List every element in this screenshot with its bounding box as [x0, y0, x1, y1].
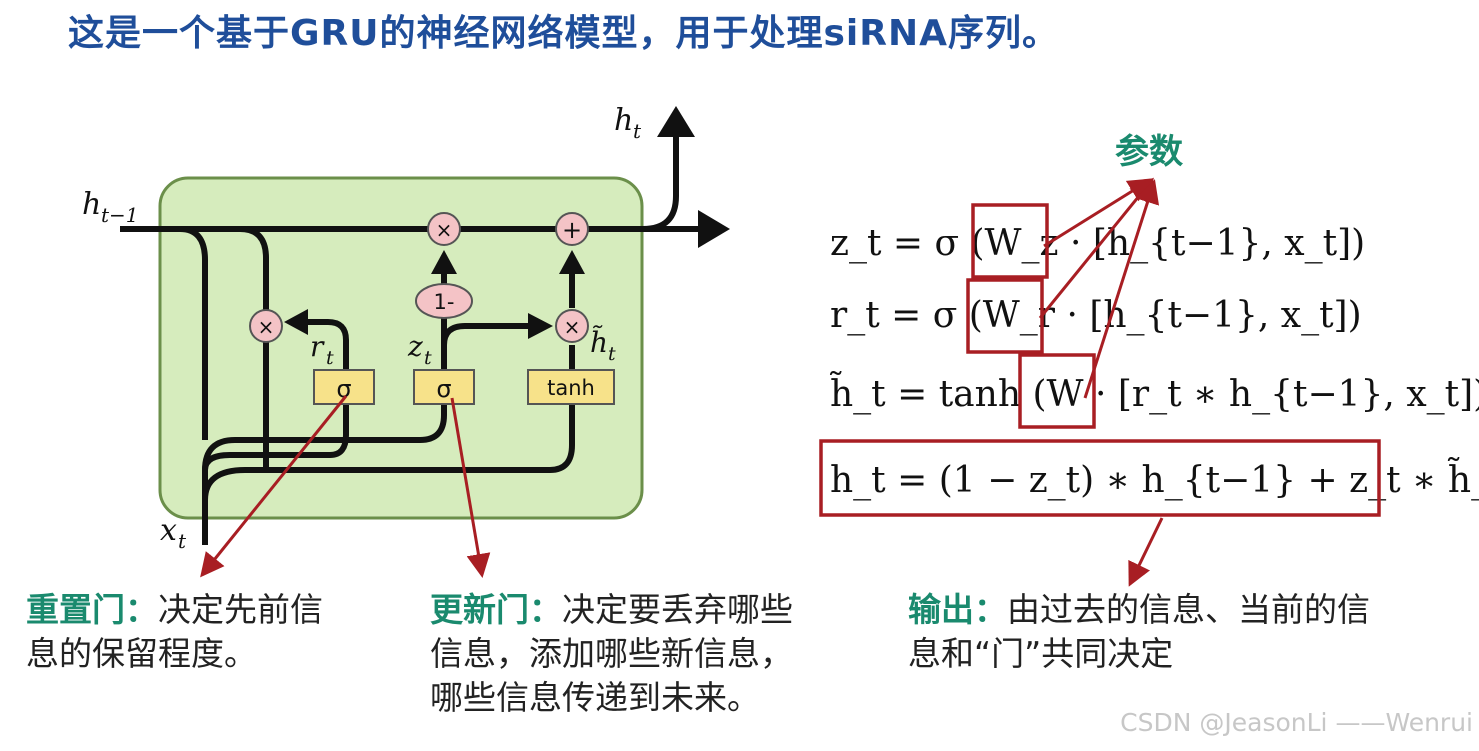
param-box-wz — [971, 203, 1049, 279]
one-minus-arrowhead — [431, 250, 457, 274]
output-caption-arrow — [1128, 517, 1164, 587]
reset-caption-arrow — [200, 395, 348, 578]
update-gate-caption: 更新门：决定要丢弃哪些 信息，添加哪些新信息， 哪些信息传递到未来。 — [430, 588, 793, 720]
multiply-op-update — [555, 309, 589, 343]
reset-gate-caption: 重置门：决定先前信 息的保留程度。 — [26, 588, 323, 676]
update-gate-label: σ — [436, 375, 451, 403]
page-title: 这是一个基于GRU的神经网络模型，用于处理siRNA序列。 — [68, 13, 1059, 54]
ht-output-line — [642, 135, 679, 232]
r-t-sub: t — [326, 347, 334, 369]
z-t-sub: t — [424, 347, 432, 369]
output-caption-line1: 由过去的信息、当前的信 — [1007, 590, 1370, 629]
xt-to-tanh-line — [202, 404, 575, 501]
z-t-main: z — [407, 330, 423, 363]
param-arrow-2 — [1038, 177, 1154, 319]
watermark: CSDN @JeasonLi ——Wenrui — [1120, 708, 1473, 737]
update-gate-caption-line1: 决定要丢弃哪些 — [562, 590, 793, 629]
xt-to-reset-line — [202, 404, 349, 471]
h-t-sub: t — [633, 119, 642, 143]
one-minus-symbol: 1- — [434, 290, 455, 314]
update-gate-caption-line3: 哪些信息传递到未来。 — [430, 678, 760, 717]
hidden-state-arrowhead — [698, 210, 730, 248]
equation-candidate: h̃_t = tanh (W · [r_t ∗ h_{t−1}, x_t]) — [830, 372, 1479, 415]
output-equation-box — [819, 439, 1381, 517]
reset-gate-caption-head: 重置门： — [26, 590, 158, 629]
param-arrow-3 — [1083, 179, 1160, 399]
zt-right-arrowhead — [528, 313, 553, 339]
multiply-symbol: × — [258, 315, 275, 339]
label-h-t: h t — [614, 103, 642, 143]
hprev-branch-reset — [239, 226, 269, 470]
equation-output: h_t = (1 − z_t) ∗ h_{t−1} + z_t ∗ h̃_t — [830, 458, 1479, 501]
one-minus-op — [415, 283, 473, 319]
multiply-symbol: × — [564, 315, 581, 339]
reset-gate-caption-line2: 息的保留程度。 — [26, 634, 257, 673]
update-gate-box — [413, 369, 475, 405]
x-t-sub: t — [178, 529, 187, 553]
output-caption-line2: 息和“门”共同决定 — [908, 634, 1174, 673]
h-prev-sub: t−1 — [101, 203, 139, 227]
label-h-tilde: h̃ t — [590, 325, 616, 365]
label-h-prev: h t−1 — [82, 187, 139, 227]
label-r-t: r t — [310, 330, 334, 369]
rt-arrowhead — [284, 309, 308, 335]
h-prev-main: h — [82, 187, 101, 222]
add-op — [555, 212, 589, 246]
tanh-gate-label: tanh — [547, 376, 595, 400]
param-box-w — [1018, 353, 1096, 429]
multiply-symbol: × — [436, 218, 453, 242]
r-t-main: r — [310, 330, 325, 363]
gru-cell — [158, 176, 644, 520]
reset-gate-label: σ — [336, 375, 351, 403]
add-symbol: + — [562, 216, 582, 244]
ht-output-arrowhead — [657, 106, 695, 137]
xt-input-line — [202, 404, 447, 545]
hprev-branch-down — [179, 226, 208, 440]
x-t-main: x — [160, 513, 177, 548]
tanh-gate-box — [527, 369, 615, 405]
h-tilde-sub: t — [608, 343, 616, 365]
equation-update-gate: z_t = σ (W_z · [h_{t−1}, x_t]) — [830, 223, 1365, 264]
output-caption-head: 输出： — [908, 590, 1007, 629]
output-caption: 输出：由过去的信息、当前的信 息和“门”共同决定 — [908, 588, 1370, 676]
update-caption-arrow — [450, 397, 491, 578]
reset-gate-caption-line1: 决定先前信 — [158, 590, 323, 629]
label-z-t: z t — [407, 330, 432, 369]
equation-reset-gate: r_t = σ (W_r · [h_{t−1}, x_t]) — [830, 295, 1362, 336]
rt-line — [305, 319, 349, 370]
multiply-op-reset — [249, 309, 283, 343]
update-gate-caption-head: 更新门： — [430, 590, 562, 629]
label-x-t: x t — [160, 513, 187, 553]
params-label: 参数 — [1115, 132, 1183, 172]
h-tilde-main: h̃ — [590, 325, 608, 359]
zt-right-line — [441, 323, 530, 346]
multiply-op-top — [427, 212, 461, 246]
update-gate-caption-line2: 信息，添加哪些新信息， — [430, 634, 793, 673]
mult-up-arrowhead — [559, 250, 585, 274]
h-t-main: h — [614, 103, 633, 138]
